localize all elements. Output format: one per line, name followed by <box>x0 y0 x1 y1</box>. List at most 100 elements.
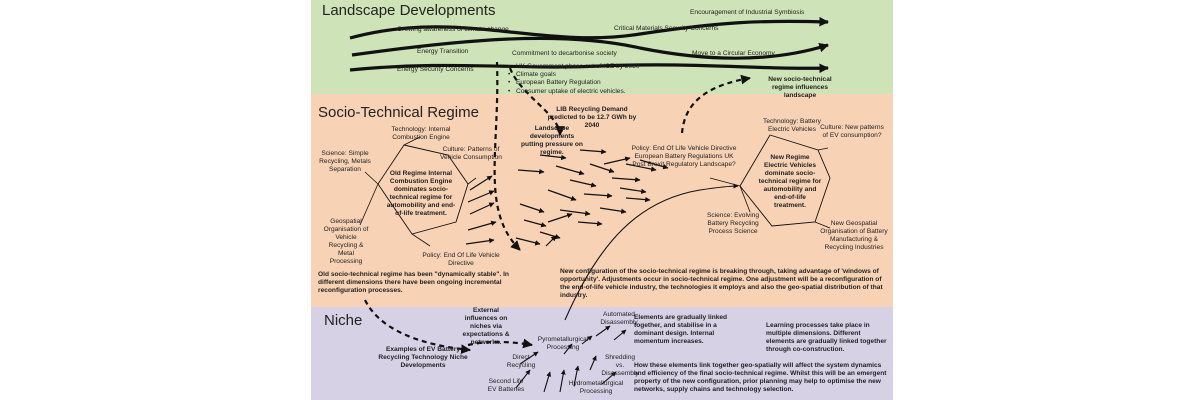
arrow <box>619 187 647 194</box>
arrow <box>573 365 580 387</box>
arrow <box>539 231 561 240</box>
old-regime-spoke-tech <box>403 136 421 146</box>
new-regime-core: New Regime Electric Vehicles dominate so… <box>758 154 822 209</box>
arrow <box>583 192 613 199</box>
new-culture-label: Culture: New patterns of EV consumption? <box>820 124 884 139</box>
bullet-item: European Battery Regulation <box>508 79 640 87</box>
arrow <box>589 163 615 174</box>
arrow <box>465 238 495 245</box>
niche-band <box>311 307 893 400</box>
direct-recycling-label: Direct Recycling <box>506 354 536 369</box>
automated-disassembly-label: Automated Disassembly <box>600 311 638 326</box>
arrow <box>625 163 657 172</box>
old-regime-spoke-geo <box>359 183 379 226</box>
old-stable-paragraph: Old socio-technical regime has been "dyn… <box>318 271 509 294</box>
new-regime-spoke-science <box>739 185 751 213</box>
niche-breakthrough-curve <box>564 183 739 321</box>
arrow <box>559 209 591 217</box>
geo-link-paragraph: How these elements link together geo-spa… <box>634 362 887 393</box>
new-tech-label: Technology: Battery Electric Vehicles <box>763 118 821 133</box>
landscape-bullet-list: UK Government phase out of ICE by 2030 C… <box>508 63 640 96</box>
old-tech-label: Technology: Internal Combustion Engine <box>391 126 451 141</box>
arrow <box>515 237 541 246</box>
arrow <box>543 371 552 393</box>
dashed-arrow-regime-to-landscape <box>680 74 751 134</box>
arrow <box>639 159 669 170</box>
old-regime-core: Old Regime Internal Combustion Engine do… <box>386 170 456 217</box>
hydro-label: Hydrometallurgical Processing <box>568 380 624 395</box>
dashed-arrow-old-regime-to-niche <box>364 299 471 355</box>
dashed-arrow-landscape-to-niche <box>493 61 521 251</box>
linked-paragraph: Elements are gradually linked together, … <box>634 314 728 345</box>
regime-arrow-field <box>465 148 669 247</box>
arrow <box>563 343 573 355</box>
old-regime-spoke-science <box>364 171 379 185</box>
arrow <box>517 168 545 175</box>
arrow <box>601 371 617 385</box>
second-life-label: Second Life EV Batteries <box>487 378 525 393</box>
arrow <box>547 212 573 223</box>
arrow <box>515 369 531 389</box>
old-regime-spoke-policy <box>411 233 431 247</box>
arrow <box>469 175 493 191</box>
regime-title: Socio-Technical Regime <box>318 104 479 121</box>
arrow <box>599 207 627 214</box>
arrow <box>467 220 497 231</box>
niche-arrow-field <box>515 325 627 393</box>
bullet-item: Consumer uptake of electric vehicles. <box>508 88 640 96</box>
label-climate-awareness: Growing awareness of climate change. <box>397 26 511 33</box>
landscape-title: Landscape Developments <box>322 2 496 19</box>
label-new-regime-influences: New socio-technical regime influences la… <box>768 76 832 99</box>
bullet-item: Climate goals <box>508 71 640 79</box>
pyro-label: Pyrometallurgical Processing <box>537 336 589 351</box>
old-regime-spoke-culture <box>467 177 477 185</box>
external-influences-label: External influences on niches via expect… <box>462 307 510 346</box>
arrow <box>519 203 545 214</box>
arrow <box>577 220 603 227</box>
niche-examples-label: Examples of EV Battery Recycling Technol… <box>378 346 468 369</box>
arrow <box>589 355 597 371</box>
label-energy-security: Energy Security Concerns <box>397 66 474 73</box>
label-circular-economy: Move to a Circular Economy <box>692 50 775 57</box>
arrow <box>545 235 557 247</box>
arrow <box>469 202 495 215</box>
arrow <box>581 335 593 345</box>
label-lib-demand: LIB Recycling Demand predicted to be 12.… <box>547 106 637 129</box>
arrow <box>539 154 567 161</box>
label-decarbonise: Commitment to decarbonise society <box>512 50 617 57</box>
arrow <box>625 196 651 203</box>
new-science-label: Science: Evolving Battery Recycling Proc… <box>706 212 760 235</box>
learning-paragraph: Learning processes take place in multipl… <box>766 322 887 353</box>
arrow <box>523 219 547 228</box>
new-regime-spoke-geo <box>814 221 831 229</box>
new-regime-spoke-culture <box>817 147 829 151</box>
label-industrial-symbiosis: Encouragement of Industrial Symbiosis <box>690 9 805 16</box>
arrow <box>579 148 607 155</box>
label-landscape-pressure: Landscape developments putting pressure … <box>521 125 583 156</box>
arrow <box>559 369 566 393</box>
old-science-label: Science: Simple Recycling, Metals Separa… <box>319 150 371 173</box>
arrow <box>555 165 585 176</box>
label-critical-materials: Critical Materials Security Concerns <box>614 25 719 32</box>
niche-title: Niche <box>324 312 363 329</box>
policy-new-label: Policy: End Of Life Vehicle Directive Eu… <box>631 145 737 168</box>
arrow <box>467 190 495 203</box>
landscape-arrow-middle <box>351 36 829 60</box>
arrow <box>595 325 611 337</box>
arrow <box>611 176 641 183</box>
arrow <box>519 351 539 365</box>
dashed-arrow-to-lib-demand <box>508 67 565 136</box>
old-policy-label: Policy: End Of Life Vehicle Directive <box>422 252 500 267</box>
landscape-arrow-top <box>349 16 829 40</box>
arrow <box>603 156 631 165</box>
arrow <box>569 179 597 188</box>
old-geo-label: Geospatial Organisation of Vehicle Recyc… <box>323 218 369 265</box>
old-culture-label: Culture: Patterns of Vehicle Consumption <box>440 146 502 161</box>
arrow <box>613 329 627 341</box>
label-energy-transition: Energy Transition <box>417 48 469 55</box>
bullet-item: UK Government phase out of ICE by 2030 <box>508 63 640 71</box>
new-geo-label: New Geospatial Organisation of Battery M… <box>820 220 888 251</box>
breaking-through-paragraph: New configuration of the socio-technical… <box>560 268 883 299</box>
